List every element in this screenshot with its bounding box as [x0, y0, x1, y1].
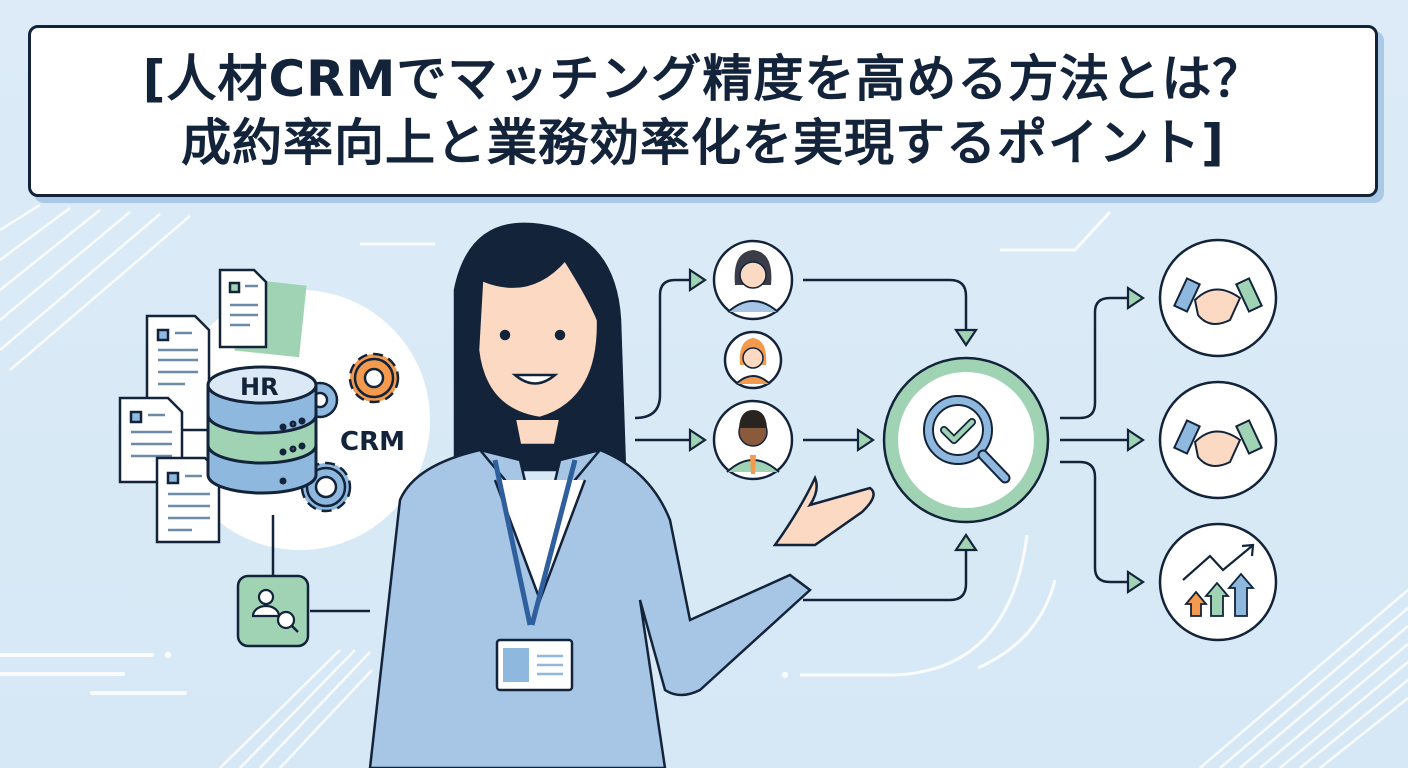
- hr-label: HR: [240, 373, 279, 401]
- handshake-icon: [1158, 380, 1278, 500]
- decorative-stripes: [0, 203, 1408, 768]
- user-search-icon: [236, 574, 310, 648]
- document-stack-icon: [118, 268, 268, 544]
- title-line-1: [人材CRMでマッチング精度を高める方法とは？: [142, 50, 1264, 108]
- handshake-icon: [1158, 238, 1278, 358]
- redhead-avatar-icon: [723, 330, 783, 390]
- database-icon: [206, 365, 318, 495]
- flow-connectors: [634, 278, 1128, 602]
- woman-avatar-icon: [712, 239, 794, 321]
- magnifier-check-icon: [882, 356, 1050, 524]
- title-banner: [人材CRMでマッチング精度を高める方法とは？ 成約率向上と業務効率化を実現する…: [28, 25, 1378, 197]
- flow-arrowheads: [688, 267, 1145, 595]
- man-avatar-icon: [712, 399, 794, 481]
- crm-label: CRM: [340, 427, 405, 457]
- presenter-illustration: [368, 222, 875, 768]
- growth-chart-icon: [1158, 522, 1278, 642]
- title-line-2: 成約率向上と業務効率化を実現するポイント]: [181, 114, 1225, 172]
